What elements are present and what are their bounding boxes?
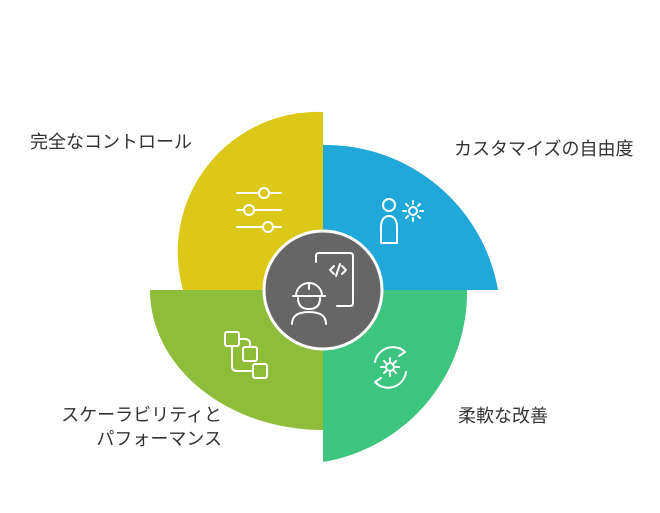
label-flexible-improvement: 柔軟な改善: [458, 406, 548, 427]
person-gear-icon: [380, 198, 424, 244]
gear-cycle-icon: [374, 346, 407, 389]
sliders-icon: [236, 187, 282, 233]
center-hub: [262, 229, 384, 351]
label-complete-control: 完全なコントロール: [30, 132, 192, 153]
label-scalability-performance: スケーラビリティと パフォーマンス: [10, 404, 222, 452]
label-customization-freedom: カスタマイズの自由度: [454, 139, 634, 160]
developer-code-icon: [291, 252, 354, 325]
workflow-icon: [224, 331, 268, 379]
label-scalability-line1: スケーラビリティと: [61, 405, 222, 426]
label-scalability-line2: パフォーマンス: [96, 429, 222, 450]
